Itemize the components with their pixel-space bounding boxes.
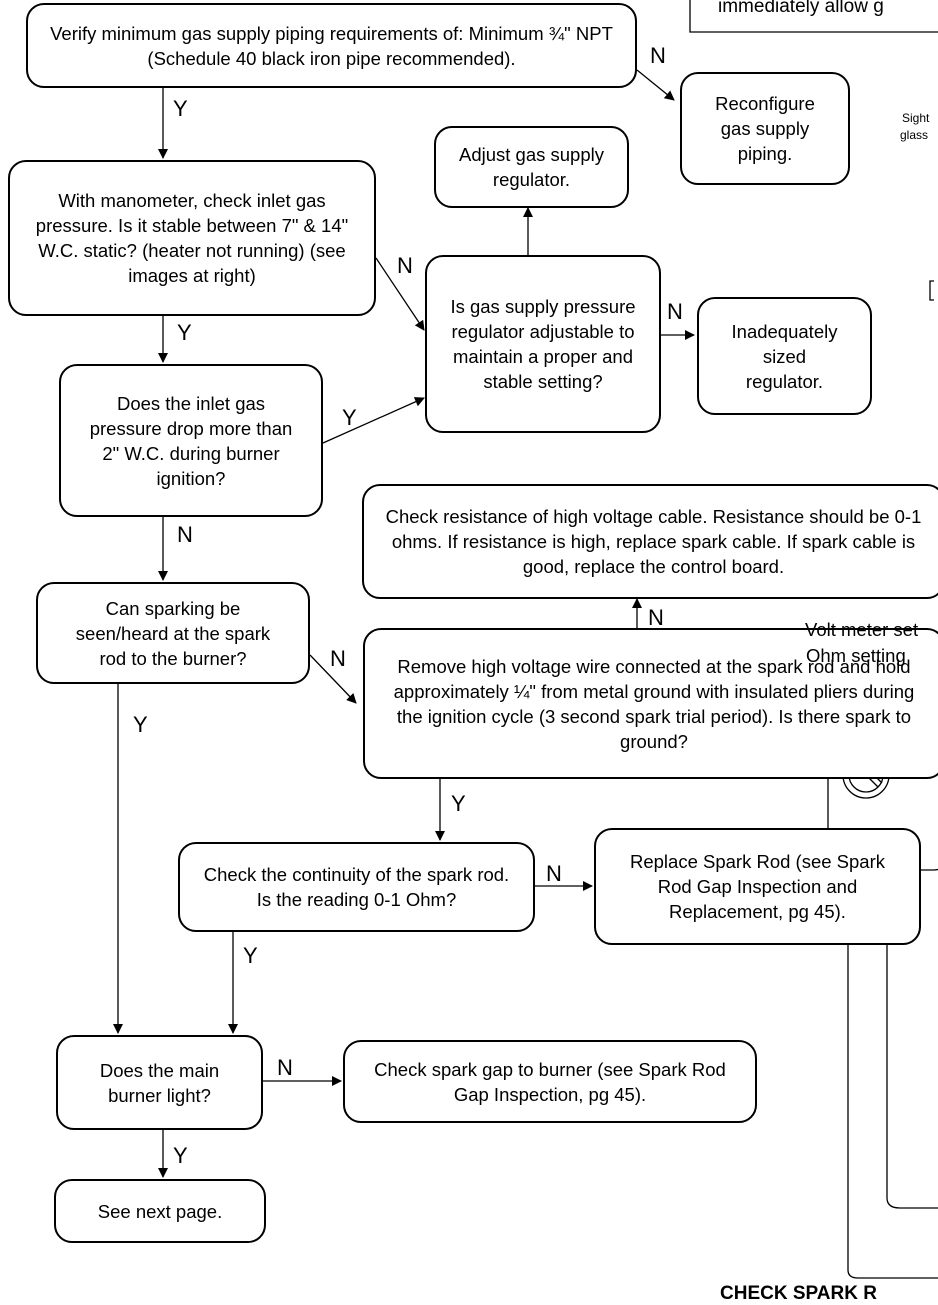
bottom-caption: CHECK SPARK R — [720, 1283, 877, 1304]
volt-meter-caption-1: Volt meter set — [805, 619, 919, 640]
sparking-seen-box: Can sparking be seen/heard at the spark … — [36, 582, 310, 684]
reconfigure-box: Reconfigure gas supply piping. — [680, 72, 850, 185]
pressure-drop-box: Does the inlet gas pressure drop more th… — [59, 364, 323, 517]
side-bracket — [929, 280, 934, 301]
burner-light-box: Does the main burner light? — [56, 1035, 263, 1130]
label-n-continuity: N — [546, 861, 562, 886]
label-y-inlet: Y — [177, 320, 192, 345]
label-n-regulator: N — [667, 299, 683, 324]
top-note-frame — [689, 0, 938, 33]
label-y-burner: Y — [173, 1143, 188, 1168]
label-y-verify: Y — [173, 96, 188, 121]
label-n-sparking: N — [330, 646, 346, 671]
check-resistance-box: Check resistance of high voltage cable. … — [362, 484, 938, 599]
top-note: immediately allow g — [718, 0, 884, 17]
verify-piping-box: Verify minimum gas supply piping require… — [26, 3, 637, 88]
inadequate-regulator-box: Inadequately sized regulator. — [697, 297, 872, 415]
regulator-adjustable-box: Is gas supply pressure regulator adjusta… — [425, 255, 661, 433]
label-n-drop: N — [177, 522, 193, 547]
label-n-inlet: N — [397, 253, 413, 278]
meter-lead-2 — [886, 870, 938, 1209]
label-y-remove: Y — [451, 791, 466, 816]
replace-rod-box: Replace Spark Rod (see Spark Rod Gap Ins… — [594, 828, 921, 945]
remove-wire-box: Remove high voltage wire connected at th… — [363, 628, 938, 779]
meter-lead-1 — [847, 870, 938, 1279]
next-page-box: See next page. — [54, 1179, 266, 1243]
label-y-sparking: Y — [133, 712, 148, 737]
label-y-drop: Y — [342, 405, 357, 430]
check-inlet-box: With manometer, check inlet gas pressure… — [8, 160, 376, 316]
check-gap-box: Check spark gap to burner (see Spark Rod… — [343, 1040, 757, 1123]
check-continuity-box: Check the continuity of the spark rod. I… — [178, 842, 535, 932]
label-n-remove: N — [648, 605, 664, 630]
sight-glass-text-1: Sight — [902, 111, 930, 125]
volt-meter-caption-2: Ohm setting — [806, 645, 906, 666]
adjust-regulator-box: Adjust gas supply regulator. — [434, 126, 629, 208]
label-n-burner: N — [277, 1055, 293, 1080]
label-n-verify: N — [650, 43, 666, 68]
label-y-continuity: Y — [243, 943, 258, 968]
sight-glass-text-2: glass — [900, 128, 929, 142]
